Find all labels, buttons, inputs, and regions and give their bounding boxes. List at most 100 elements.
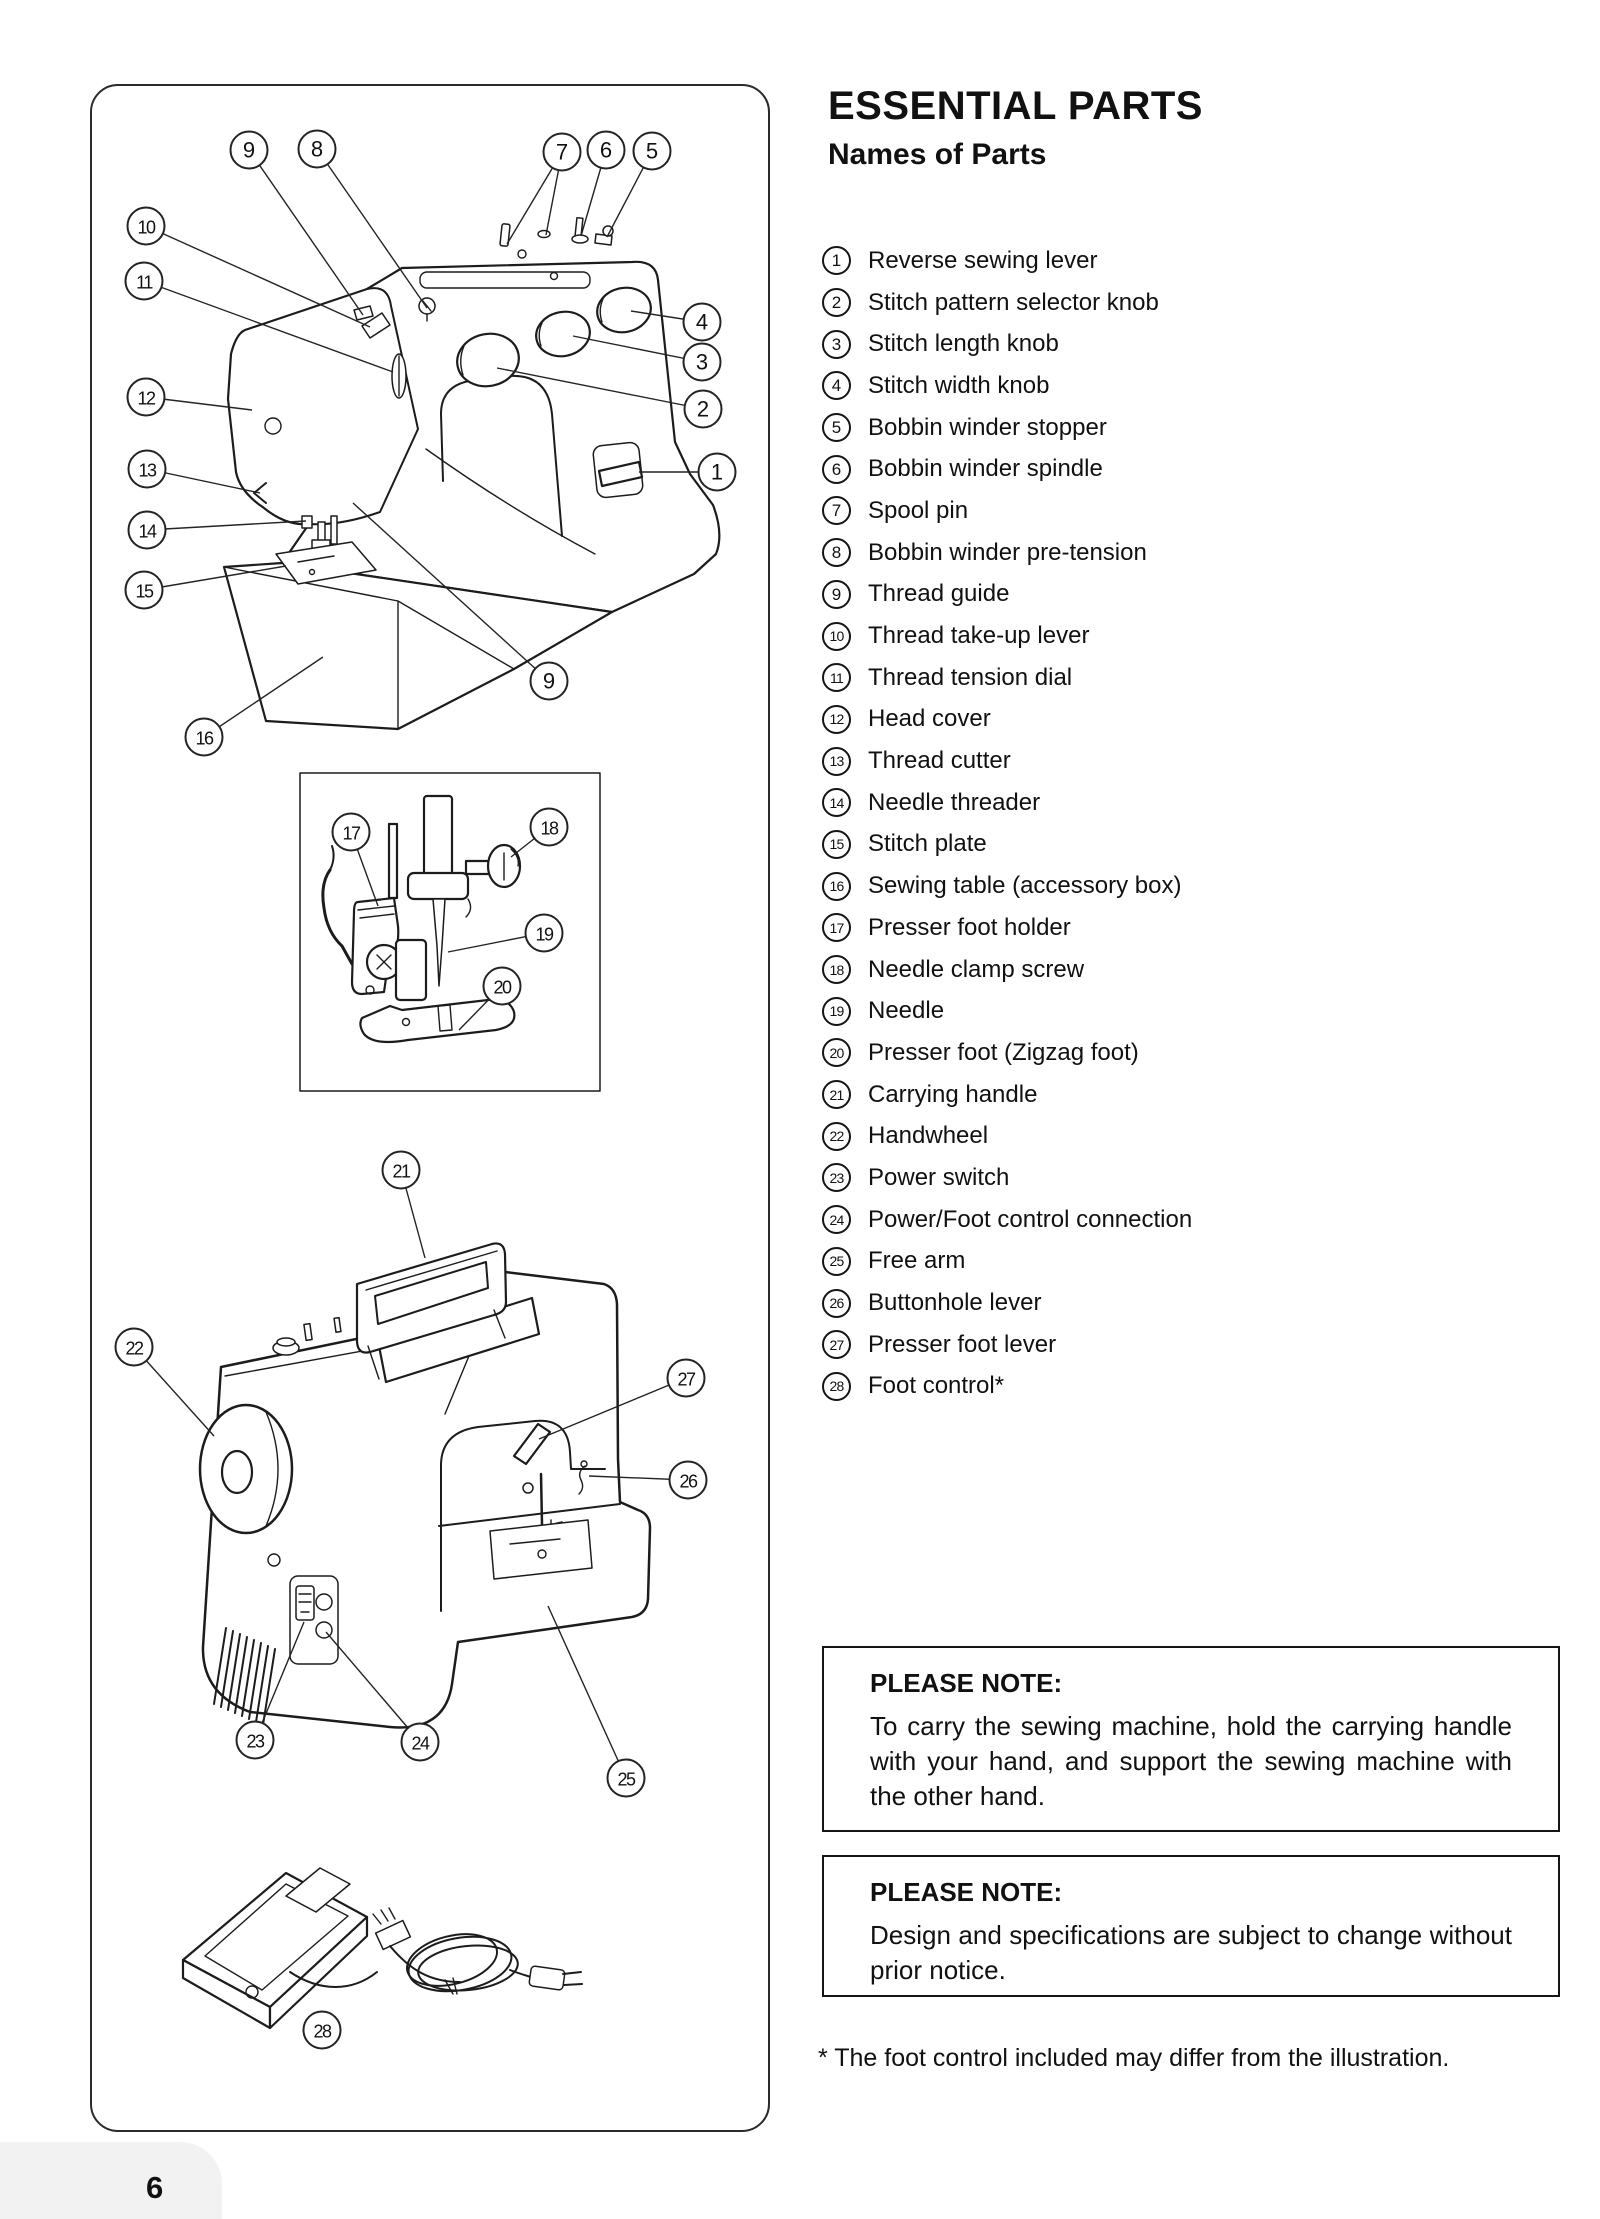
callout-number: 14 [138,522,157,542]
part-number-badge: 1 [822,246,851,276]
footnote: * The foot control included may differ f… [818,2044,1450,2072]
callout-circle [124,261,164,301]
page-number: 6 [146,2170,164,2205]
callout-circle [586,130,626,170]
callout-circle [524,913,564,953]
leader-line [572,335,703,363]
front-view-diagram [222,216,721,731]
buttonhole-lever [578,1465,586,1495]
part-label: Free arm [868,1247,966,1275]
page-subtitle: Names of Parts [828,138,1047,171]
part-item: 7 Spool pin [822,490,1382,532]
page-title: ESSENTIAL PARTS [828,84,1203,128]
callout-number: 4 [696,310,708,335]
callout-circle [229,130,269,170]
callout-circle [235,1720,275,1760]
part-number-badge: 22 [822,1121,851,1151]
stitch-plate [275,541,377,585]
needle-bar [422,794,454,878]
thread-take-up-lever [361,312,391,339]
part-number-badge: 9 [822,579,851,609]
presser-foot-lever [512,1422,552,1466]
part-number-badge: 8 [822,538,851,568]
callout-number: 5 [646,139,658,164]
part-number-badge: 18 [822,955,851,985]
leader-line [143,565,287,591]
callout-number: 9 [543,669,555,694]
part-label: Stitch pattern selector knob [868,288,1159,316]
part-item: 25 Free arm [822,1241,1382,1283]
part-number-badge: 23 [822,1163,851,1193]
leader-line [146,520,307,531]
callout-circle [114,1327,154,1367]
callout-number: 20 [493,978,512,998]
machine-connector [374,1919,412,1951]
part-number-badge: 2 [822,288,851,318]
callout-number: 23 [246,1732,265,1752]
callout-circle [542,132,582,172]
note-body: Design and specifications are subject to… [870,1920,1512,1985]
free-arm [438,1503,621,1527]
callout-circle [529,661,569,701]
part-number-badge: 7 [822,496,851,526]
part-number-badge: 6 [822,454,851,484]
callout-number: 28 [313,2022,332,2042]
callout-circle [606,1758,646,1798]
leader-line [203,656,324,738]
part-number-badge: 4 [822,371,851,401]
part-label: Spool pin [868,496,969,524]
callout-circle [529,807,569,847]
part-label: Power switch [868,1163,1010,1191]
needle [432,898,446,987]
part-number-badge: 13 [822,746,851,776]
stitch-length-knob [535,310,591,358]
part-label: Foot control* [868,1372,1005,1400]
part-number-badge: 17 [822,913,851,943]
carrying-handle [355,1242,508,1354]
callout-number: 7 [556,140,568,165]
callout-number: 26 [679,1472,698,1492]
callout-circle [666,1358,706,1398]
leader-line [133,1346,215,1437]
part-label: Thread guide [868,580,1010,608]
part-label: Presser foot holder [868,913,1071,941]
head-cover [308,287,419,526]
leader-line [254,1621,305,1741]
part-number-badge: 3 [822,329,851,359]
part-number-badge: 14 [822,788,851,818]
callout-number: 10 [137,218,156,238]
leader-line [316,148,428,309]
needle-threader [301,515,313,529]
callout-number: 17 [342,824,361,844]
callout-number: 11 [136,273,153,293]
stitch-width-knob [596,286,652,334]
callout-number: 9 [243,138,255,163]
callout-number: 2 [697,397,709,422]
callout-number: 15 [135,582,154,602]
part-number-badge: 25 [822,1246,851,1276]
callout-number: 1 [711,460,723,485]
leader-line [547,1605,627,1779]
needle-clamp-block [406,871,470,901]
callout-circle [682,342,722,382]
part-number-badge: 12 [822,704,851,734]
page-number-tab: 6 [0,2142,222,2219]
leader-line [145,225,371,328]
callout-circle [127,510,167,550]
note-heading: PLEASE NOTE: [870,1668,1063,1698]
